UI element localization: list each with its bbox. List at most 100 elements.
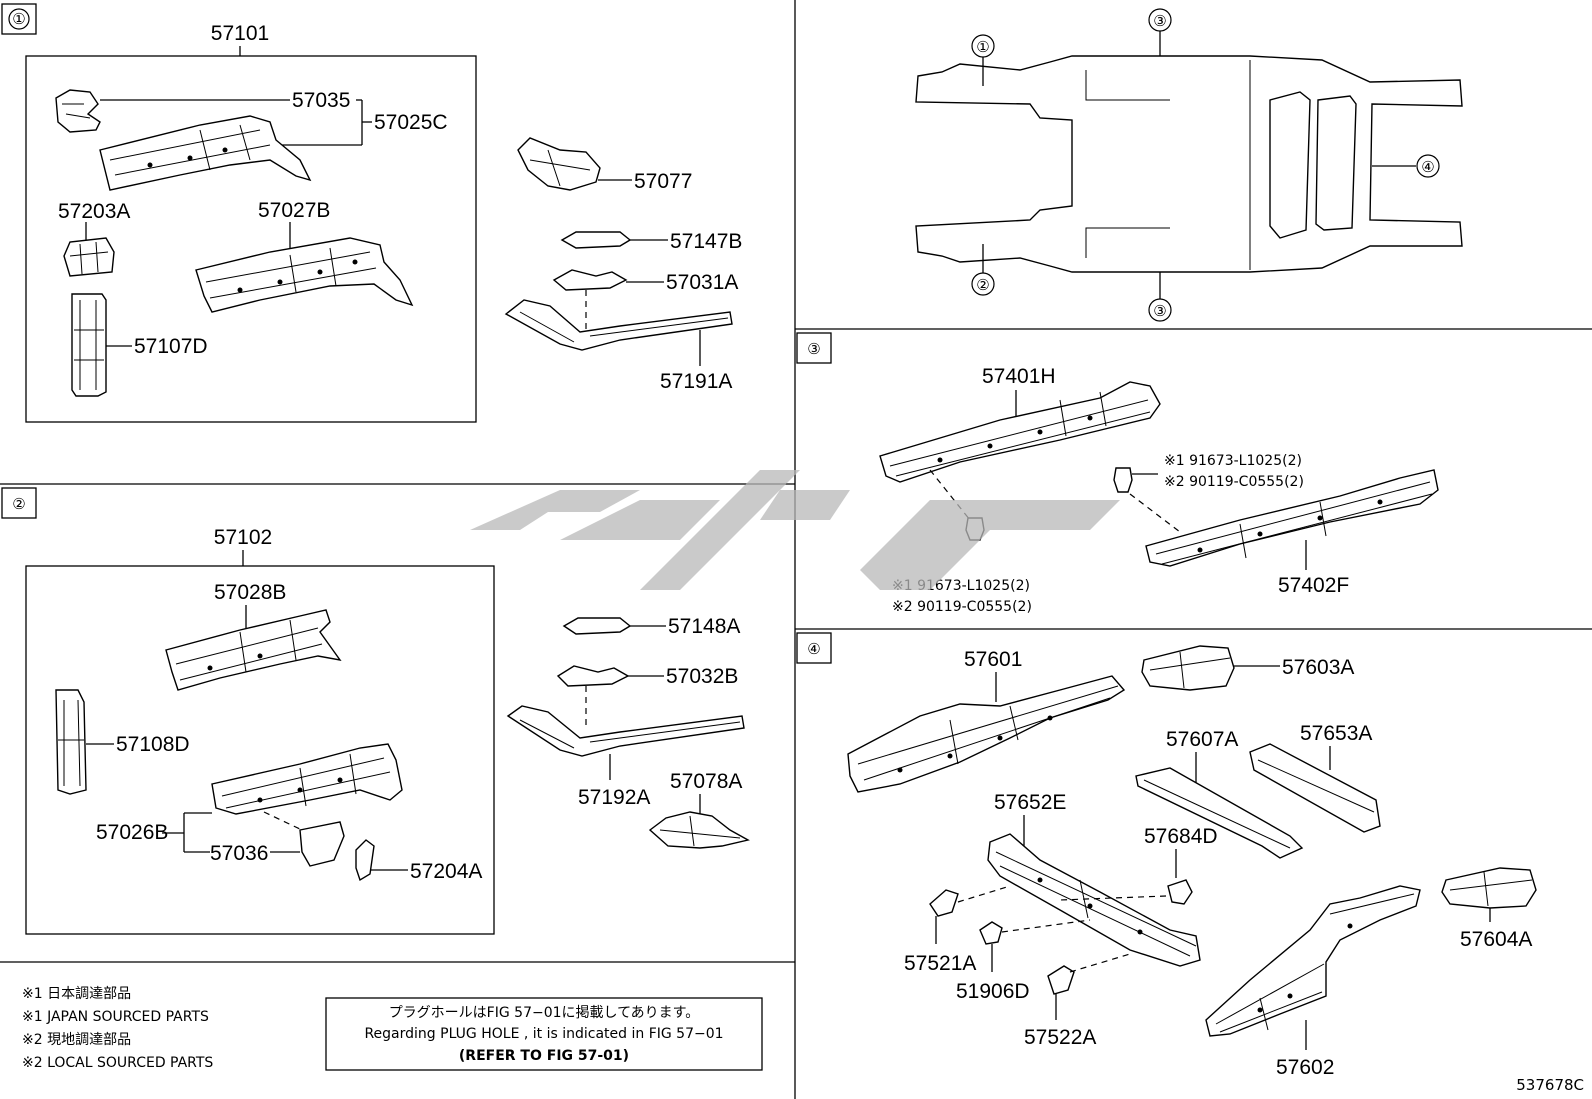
part-57601-shape (847, 675, 1126, 793)
part-number-57684D: 57684D (1144, 825, 1218, 848)
section-label-2: ② (1, 487, 37, 519)
section-2-assembly: 57102 57028B 57108D 57026B 57036 57204A … (25, 526, 750, 935)
legend-l3: ※2 現地調達部品 (22, 1032, 131, 1048)
notebox-line3: (REFER TO FIG 57-01) (459, 1048, 629, 1064)
bolts-right_1: ※1 91673-L1025(2) (1164, 453, 1302, 469)
legend-l1: ※1 日本調達部品 (22, 986, 131, 1002)
part-57522A-shape (1047, 965, 1075, 995)
overview-c2: ② (976, 276, 989, 294)
part-number-57078A: 57078A (670, 770, 742, 793)
part-57078A-shape (648, 811, 750, 849)
assembly-box-57102 (25, 565, 495, 935)
sections-s1-label: ① (12, 10, 25, 28)
part-number-57025C: 57025C (374, 111, 448, 134)
part-number-57148A: 57148A (668, 615, 740, 638)
section-label-4: ④ (796, 632, 832, 664)
part-57604A-shape (1441, 867, 1537, 909)
part-57147B-shape (560, 231, 632, 249)
part-number-51906D: 51906D (956, 980, 1030, 1003)
part-57607A-shape (1135, 767, 1304, 859)
part-57028B-shape (165, 609, 342, 691)
assembly-box-57101 (25, 55, 477, 423)
section-3-assembly: 57401H ※1 91673-L1025(2) ※2 90119-C0555(… (879, 365, 1439, 615)
part-number-57602: 57602 (1276, 1056, 1334, 1079)
bolt-right-icon (1113, 467, 1133, 493)
section-label-1: ① (1, 3, 37, 35)
part-number-57604A: 57604A (1460, 928, 1532, 951)
part-57031A-shape (552, 269, 628, 291)
part-number-57026B: 57026B (96, 821, 168, 844)
part-number-57035: 57035 (292, 89, 350, 112)
part-57191A-shape (504, 299, 733, 351)
underbody-outline (915, 55, 1463, 273)
legend-l4: ※2 LOCAL SOURCED PARTS (22, 1055, 213, 1071)
notebox-line2: Regarding PLUG HOLE , it is indicated in… (364, 1026, 723, 1042)
part-57108D-shape (55, 689, 87, 795)
part-number-57402F: 57402F (1278, 574, 1349, 597)
part-number-57108D: 57108D (116, 733, 190, 756)
part-number-57036: 57036 (210, 842, 268, 865)
part-57077-shape (517, 137, 601, 191)
body-overview: ① ② ③ ③ ④ (915, 8, 1463, 322)
sections-s3-label: ③ (807, 340, 820, 358)
part-57192A-shape (506, 705, 745, 757)
part-57035-shape (55, 89, 101, 133)
part-57026B-shape (211, 743, 403, 815)
part-57025C-shape (99, 115, 312, 191)
part-number-57032B: 57032B (666, 665, 738, 688)
section-4-assembly: 57601 57603A 57607A 57653A 57652E 57684D… (847, 645, 1537, 1079)
part-number: 57101 (211, 22, 269, 45)
part-number-57203A: 57203A (58, 200, 130, 223)
part-number-57107D: 57107D (134, 335, 208, 358)
part-57204A-shape (355, 839, 375, 882)
part-57602-shape (1205, 885, 1421, 1037)
bolts-right_2: ※2 90119-C0555(2) (1164, 474, 1304, 490)
sections-s4-label: ④ (807, 640, 820, 658)
section-1-assembly: 57101 57035 57025C 57203A 57027B 57107D (25, 22, 742, 423)
part-number-57521A: 57521A (904, 952, 976, 975)
watermark-logo (470, 470, 1120, 590)
part-57653A-shape (1249, 743, 1381, 833)
part-57521A-shape (929, 889, 959, 917)
part-number-57077: 57077 (634, 170, 692, 193)
part-57027B-shape (195, 237, 414, 313)
part-57107D-shape (71, 293, 107, 397)
overview-c3_bottom: ③ (1153, 302, 1166, 320)
part-57401H-shape (879, 381, 1161, 483)
part-57036-shape (299, 821, 345, 867)
part-57032B-shape (556, 665, 630, 687)
part-number-57204A: 57204A (410, 860, 482, 883)
part-number-57652E: 57652E (994, 791, 1066, 814)
part-57603A-shape (1141, 645, 1235, 691)
overview-c1: ① (976, 38, 989, 56)
legend: ※1 日本調達部品 ※1 JAPAN SOURCED PARTS ※2 現地調達… (22, 986, 213, 1071)
part-57652E-shape (987, 833, 1201, 967)
legend-l2: ※1 JAPAN SOURCED PARTS (22, 1009, 209, 1025)
part-number-57522A: 57522A (1024, 1026, 1096, 1049)
part-number-57027B: 57027B (258, 199, 330, 222)
part-number-57147B: 57147B (670, 230, 742, 253)
part-number-57401H: 57401H (982, 365, 1056, 388)
sections-s2-label: ② (12, 495, 25, 513)
figure-id: 537678C (1516, 1076, 1584, 1094)
section-label-3: ③ (796, 332, 832, 364)
notebox-line1: プラグホールはFIG 57−01に掲載してあります。 (389, 1005, 700, 1021)
plug-hole-note-box: プラグホールはFIG 57−01に掲載してあります。 Regarding PLU… (325, 997, 763, 1071)
part-number-57653A: 57653A (1300, 722, 1372, 745)
overview-c3_top: ③ (1153, 12, 1166, 30)
part-number-57031A: 57031A (666, 271, 738, 294)
part-57684D-shape (1167, 879, 1193, 905)
part-57148A-shape (562, 617, 632, 635)
part-number-57102: 57102 (214, 526, 272, 549)
part-number-57603A: 57603A (1282, 656, 1354, 679)
part-number-57607A: 57607A (1166, 728, 1238, 751)
bolts-left_2: ※2 90119-C0555(2) (892, 599, 1032, 615)
part-51906D-shape (979, 921, 1003, 945)
part-number-57192A: 57192A (578, 786, 650, 809)
overview-c4: ④ (1421, 158, 1434, 176)
part-number-57191A: 57191A (660, 370, 732, 393)
part-57203A-shape (63, 237, 115, 277)
part-number-57601: 57601 (964, 648, 1022, 671)
